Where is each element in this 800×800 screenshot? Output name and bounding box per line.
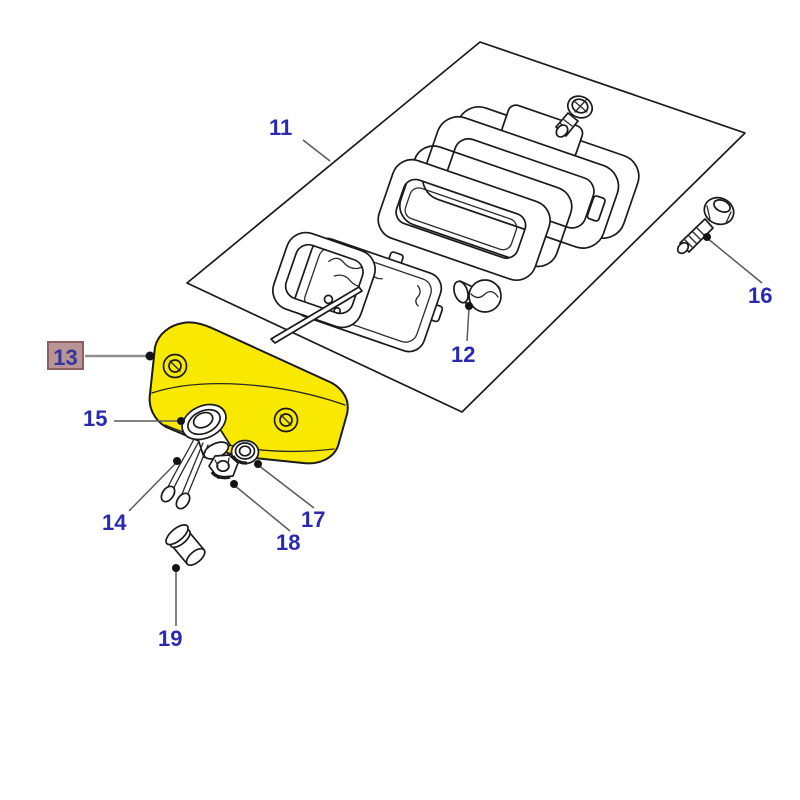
leader-12 (467, 308, 469, 341)
callout-19[interactable]: 19 (158, 626, 183, 651)
leader-dot-17 (254, 460, 262, 468)
callout-16[interactable]: 16 (748, 283, 773, 308)
leader-dot-16 (703, 233, 711, 241)
callout-17[interactable]: 17 (301, 507, 326, 532)
part-flange-nut (232, 441, 259, 464)
leader-11 (303, 140, 330, 161)
part-bolt (676, 193, 738, 255)
leader-17 (258, 465, 314, 508)
leader-dot-14 (173, 457, 181, 465)
leader-dot-12 (465, 302, 473, 310)
part-gasket (267, 227, 380, 333)
callout-18[interactable]: 18 (276, 530, 301, 555)
leader-dot-15 (177, 417, 185, 425)
leader-dot-13 (145, 351, 155, 361)
leader-dot-19 (172, 564, 180, 572)
part-holder (176, 398, 241, 466)
callout-11[interactable]: 11 (269, 115, 293, 140)
callout-15[interactable]: 15 (83, 406, 108, 431)
leader-lines (85, 140, 762, 626)
callout-12[interactable]: 12 (451, 342, 476, 367)
part-bulb (451, 280, 501, 312)
callout-13-selected[interactable]: 13 (47, 341, 84, 370)
boundary-outline (187, 42, 745, 412)
leader-dot-18 (230, 480, 238, 488)
part-grommet (163, 521, 210, 569)
part-hex-nut (209, 455, 238, 478)
leader-18 (234, 485, 290, 531)
callout-14[interactable]: 14 (102, 510, 127, 535)
leader-14 (129, 462, 177, 511)
part-rod (271, 287, 362, 343)
leader-16 (707, 238, 762, 283)
part-lens (373, 135, 577, 290)
part-screw (554, 92, 596, 139)
part-wires (159, 439, 208, 511)
